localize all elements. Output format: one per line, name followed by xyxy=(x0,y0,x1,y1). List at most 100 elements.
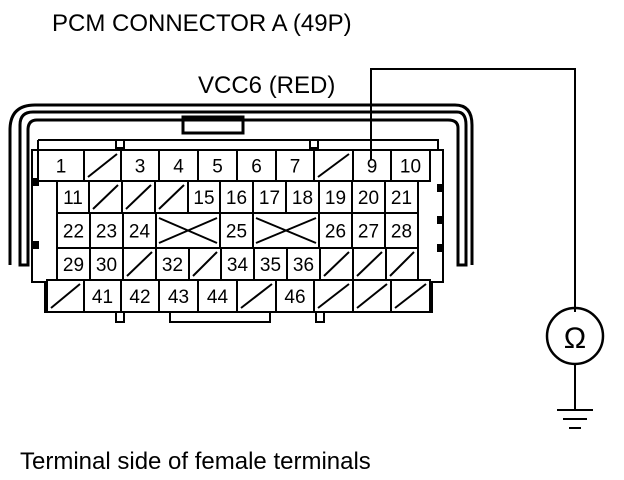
pin-label: 26 xyxy=(325,222,346,243)
pin-cell: 6 xyxy=(236,149,277,182)
pin-label: 23 xyxy=(96,222,117,243)
pin-cell: 22 xyxy=(56,212,91,249)
ohmmeter-icon: Ω xyxy=(545,306,605,366)
pin-cell: 42 xyxy=(120,279,160,313)
pin-cell xyxy=(313,149,354,182)
pin-cell: 3 xyxy=(120,149,160,182)
pin-label: 27 xyxy=(358,222,379,243)
pin-cell xyxy=(390,279,431,313)
pin-label: 34 xyxy=(227,255,249,276)
unused-pin-mark xyxy=(356,283,388,309)
pin-label: 11 xyxy=(63,188,83,209)
pin-label: 36 xyxy=(293,255,314,276)
pin-label: 22 xyxy=(63,222,84,243)
pin-cell: 43 xyxy=(158,279,199,313)
pin-cell: 26 xyxy=(318,212,353,249)
pin-label: 5 xyxy=(212,157,223,178)
connector-shell xyxy=(8,103,474,267)
unused-pin-mark xyxy=(50,283,81,309)
pin-label: 42 xyxy=(129,287,150,308)
ground-icon xyxy=(557,364,593,429)
pin-cell: 44 xyxy=(197,279,238,313)
ohm-symbol: Ω xyxy=(564,322,586,355)
pin-cell: 5 xyxy=(197,149,238,182)
pin-label: 16 xyxy=(226,188,247,209)
unused-pin-mark xyxy=(125,184,152,210)
pin-cell xyxy=(352,279,392,313)
pin-label: 18 xyxy=(292,188,313,209)
pin-label: 24 xyxy=(129,222,151,243)
pin-cell xyxy=(121,180,156,214)
pin-cell xyxy=(122,247,157,281)
pin-cell: 1 xyxy=(37,149,85,182)
pin-cell xyxy=(319,247,354,281)
pin-cell xyxy=(154,180,189,214)
pin-cell: 28 xyxy=(384,212,419,249)
unused-pin-mark xyxy=(389,251,415,277)
pin-cell: 23 xyxy=(89,212,124,249)
pin-cell xyxy=(236,279,277,313)
pin-label: 43 xyxy=(168,287,189,308)
pin-cell: 46 xyxy=(275,279,315,313)
pin-cell: 35 xyxy=(253,247,288,281)
unused-pin-mark xyxy=(126,251,153,277)
pin-label: 30 xyxy=(96,255,117,276)
pin-cell: 29 xyxy=(56,247,91,281)
pin-cell: 41 xyxy=(83,279,122,313)
pin-cell: 17 xyxy=(252,180,287,214)
pin-label: 6 xyxy=(251,157,262,178)
connector-body xyxy=(31,139,444,323)
pin-cell: 10 xyxy=(390,149,431,182)
pin-cell xyxy=(352,247,387,281)
pin-cell xyxy=(385,247,419,281)
unused-pin-mark xyxy=(240,283,273,309)
pin-label: 41 xyxy=(92,287,113,308)
unused-pin-mark xyxy=(87,153,118,178)
pin-label: 35 xyxy=(260,255,281,276)
pin-cell: 16 xyxy=(219,180,254,214)
pin-label: 7 xyxy=(290,157,301,178)
pin-cell: 15 xyxy=(187,180,221,214)
pin-label: 3 xyxy=(135,157,146,178)
pin-label: 15 xyxy=(193,188,214,209)
blocked-pin-mark xyxy=(158,217,218,244)
pin-label: 28 xyxy=(391,222,412,243)
pin-label: 9 xyxy=(367,157,378,178)
pin-label: 46 xyxy=(284,287,305,308)
pin-cell: 24 xyxy=(122,212,157,249)
pin-label: 44 xyxy=(207,287,229,308)
pin-cell: 30 xyxy=(89,247,124,281)
diagram-title: PCM CONNECTOR A (49P) xyxy=(52,10,352,37)
pin-cell xyxy=(46,279,85,313)
pin-cell: 19 xyxy=(318,180,353,214)
latch-tabs xyxy=(32,178,444,252)
pin-cell: 20 xyxy=(351,180,386,214)
unused-pin-mark xyxy=(356,251,383,277)
diagram-caption: Terminal side of female terminals xyxy=(20,448,371,475)
pin-label: 20 xyxy=(358,188,379,209)
pin-cell xyxy=(155,212,221,249)
pin-label: 32 xyxy=(162,255,183,276)
unused-pin-mark xyxy=(92,184,119,210)
pin-cell xyxy=(83,149,122,182)
pin-cell: 36 xyxy=(286,247,321,281)
pin-cell: 27 xyxy=(351,212,386,249)
unused-pin-mark xyxy=(317,153,350,178)
pin-cell: 21 xyxy=(384,180,419,214)
pin-label: 21 xyxy=(391,188,412,209)
pin-cell xyxy=(188,247,222,281)
pin-cell xyxy=(88,180,123,214)
pin-cell: 25 xyxy=(219,212,254,249)
pin-label: 4 xyxy=(173,157,184,178)
probe-wire xyxy=(370,68,576,312)
unused-pin-mark xyxy=(192,251,218,277)
pin-label: 25 xyxy=(226,222,247,243)
pin-label: 10 xyxy=(400,157,421,178)
unused-pin-mark xyxy=(317,283,350,309)
pin-cell: 11 xyxy=(56,180,90,214)
pin-label: 17 xyxy=(259,188,280,209)
pin-label: 1 xyxy=(56,157,67,178)
pin-cell: 18 xyxy=(285,180,320,214)
